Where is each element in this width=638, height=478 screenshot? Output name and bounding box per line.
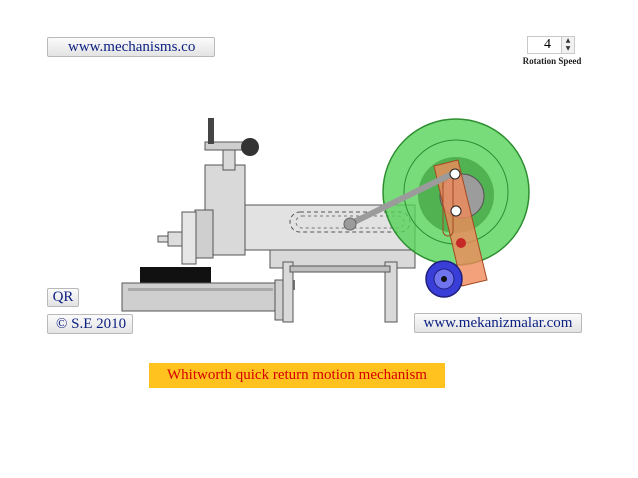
worktable xyxy=(121,267,295,321)
rotation-speed-value[interactable]: 4 xyxy=(544,37,551,52)
rotation-speed-label: Rotation Speed xyxy=(522,56,582,66)
arrow-down-icon[interactable]: ▼ xyxy=(562,45,574,53)
mechanisms-site-button[interactable]: www.mechanisms.co xyxy=(47,37,215,57)
mekanizmalar-site-button[interactable]: www.mekanizmalar.com xyxy=(414,313,582,333)
mechanism-title: Whitworth quick return motion mechanism xyxy=(149,363,445,388)
workpiece xyxy=(140,267,211,284)
feed-handle xyxy=(208,118,214,144)
machine-frame xyxy=(269,247,416,323)
crank-pin xyxy=(456,238,466,248)
rotation-speed-stepper[interactable]: 4 ▲ ▼ xyxy=(527,36,575,54)
feed-knob xyxy=(241,138,259,156)
arrow-up-icon[interactable]: ▲ xyxy=(562,37,574,45)
driver-gear xyxy=(425,260,463,298)
qr-button[interactable]: QR xyxy=(47,288,79,307)
spin-buttons: ▲ ▼ xyxy=(561,37,574,53)
connecting-rod xyxy=(343,168,461,231)
copyright-button[interactable]: © S.E 2010 xyxy=(47,314,133,334)
tool-head xyxy=(157,118,259,265)
